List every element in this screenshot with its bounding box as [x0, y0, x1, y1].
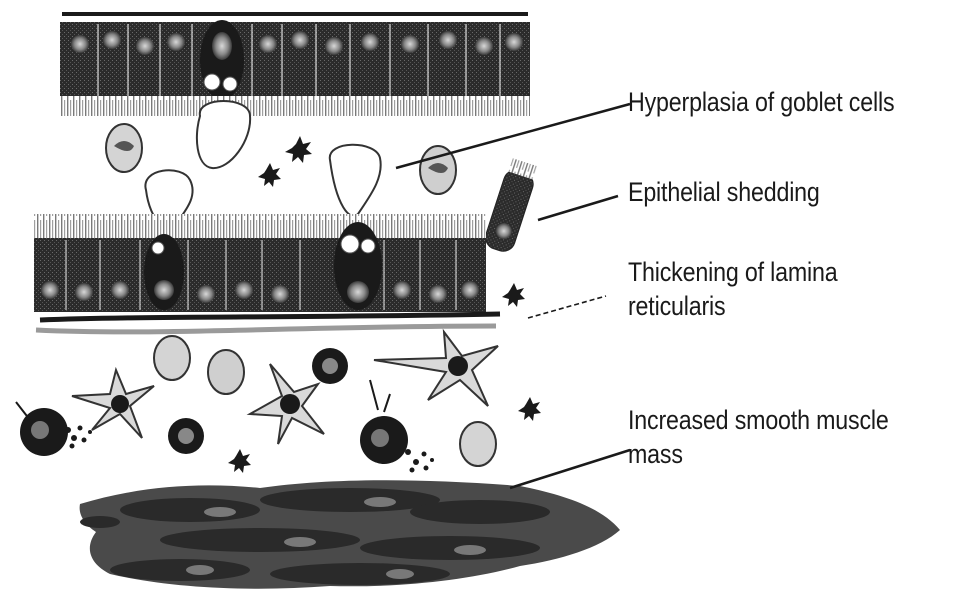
fibroblast-3 [374, 332, 498, 406]
upper-cilia [60, 96, 530, 116]
label-lamina-line1: Thickening of lamina [628, 256, 838, 289]
upper-goblet-cell [200, 20, 244, 100]
mucus-globule-1 [197, 101, 250, 168]
label-lamina-line2: reticularis [628, 290, 725, 323]
leader-muscle [510, 450, 630, 488]
label-muscle-line1: Increased smooth muscle [628, 404, 889, 437]
mucus-globule-3 [330, 145, 381, 216]
label-epithelial-shedding: Epithelial shedding [628, 176, 820, 209]
label-muscle-line2: mass [628, 438, 683, 471]
lamina-reticularis-band [36, 326, 496, 332]
lower-cell-layer [34, 238, 486, 312]
eosinophil-4 [208, 350, 244, 394]
label-goblet-hyperplasia: Hyperplasia of goblet cells [628, 86, 894, 119]
leader-lamina [528, 296, 606, 318]
lamina-reticularis-line [40, 314, 500, 320]
upper-epithelium [60, 14, 530, 116]
eosinophil-3 [154, 336, 190, 380]
fibroblast-1 [72, 370, 154, 438]
lower-goblet-cell-2 [334, 222, 382, 310]
fibroblast-2 [250, 364, 324, 444]
leader-shedding [538, 196, 618, 220]
lumen-content [145, 101, 380, 228]
shed-cell [482, 158, 539, 255]
cell-processes [16, 380, 390, 420]
submucosa-cells [16, 332, 498, 473]
lower-cilia [34, 214, 486, 240]
lower-goblet-cell-1 [144, 234, 184, 310]
eosinophil-5 [460, 422, 496, 466]
smooth-muscle-mass [80, 480, 620, 588]
lower-epithelium [34, 214, 500, 332]
